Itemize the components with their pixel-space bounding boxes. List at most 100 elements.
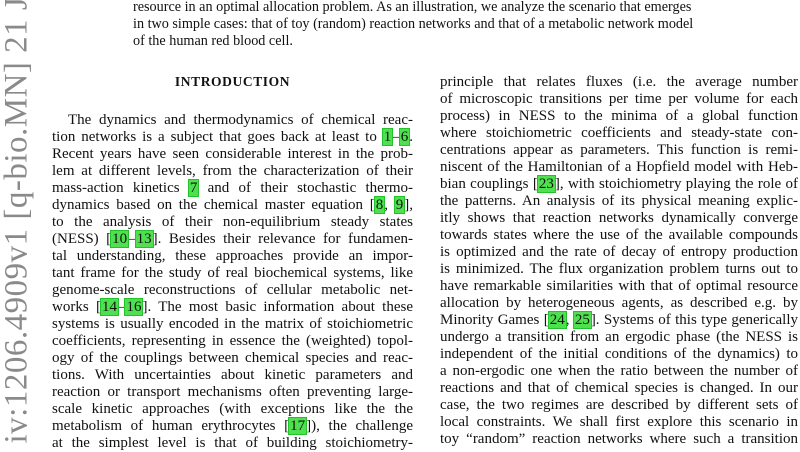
text-line: scale kinetic approaches (with exception… xyxy=(52,401,413,418)
citation-link[interactable]: 9 xyxy=(393,196,406,214)
citation-link[interactable]: 25 xyxy=(572,311,592,329)
text-segment: independent of the initial conditions of… xyxy=(440,346,798,362)
text-segment: scale kinetic approaches (with exception… xyxy=(52,401,413,417)
citation-link[interactable]: 14 xyxy=(99,298,119,316)
text-segment: , xyxy=(384,197,395,213)
text-segment: tant frame for the study of real biochem… xyxy=(52,265,413,281)
text-line: dynamics based on the chemical master eq… xyxy=(52,196,413,214)
text-line: coefficients, representing in essence th… xyxy=(52,333,413,350)
text-line: itly shows that reaction networks dynami… xyxy=(440,210,798,227)
text-line: Recent years have seen considerable inte… xyxy=(52,146,413,163)
text-segment: lem at different levels, from the charac… xyxy=(52,163,413,179)
text-segment: ogy of the couplings between chemical sp… xyxy=(52,350,413,366)
text-segment: toy “random” reaction networks where suc… xyxy=(440,431,798,447)
text-segment: and of their stochastic thermo- xyxy=(198,180,413,196)
citation-link[interactable]: 13 xyxy=(134,230,154,248)
text-segment: of microscopic transitions per time per … xyxy=(440,91,798,107)
abstract-line: of the human red blood cell. xyxy=(133,33,293,49)
text-line: genome-scale reconstructions of cellular… xyxy=(52,282,413,299)
text-segment: works [ xyxy=(52,299,101,315)
text-line: of microscopic transitions per time per … xyxy=(440,91,798,108)
text-line: tions. With uncertainties about kinetic … xyxy=(52,367,413,384)
text-line: independent of the initial conditions of… xyxy=(440,346,798,363)
text-line: niscent of the Hamiltonian of a Hopfield… xyxy=(440,159,798,176)
text-line: tant frame for the study of real biochem… xyxy=(52,265,413,282)
text-segment: where stoichiometric coefficients and st… xyxy=(440,125,798,141)
text-line: is minimized. The flux organization prob… xyxy=(440,261,798,278)
text-segment: tion networks is a subject that goes bac… xyxy=(52,129,383,145)
text-line: reaction or transport mechanisms often p… xyxy=(52,384,413,401)
text-segment: ], with stoichiometry playing the role o… xyxy=(554,176,798,192)
abstract-line: resource in an optimal allocation proble… xyxy=(133,0,692,15)
left-column: The dynamics and thermodynamics of chemi… xyxy=(52,112,413,452)
text-line: reactions and that of chemical species i… xyxy=(440,380,798,397)
text-line: process) in NESS to the minima of a glob… xyxy=(440,108,798,125)
text-line: where stoichiometric coefficients and st… xyxy=(440,125,798,142)
text-line: metabolism of human erythrocytes [17]), … xyxy=(52,417,413,435)
text-segment: undergo a transition from an ergodic pha… xyxy=(440,329,798,345)
text-line: tal understanding, these approaches prov… xyxy=(52,248,413,265)
text-segment: tal understanding, these approaches prov… xyxy=(52,248,413,264)
text-segment: systems is usually encoded in the matrix… xyxy=(52,316,413,332)
text-segment: bian couplings [ xyxy=(440,176,538,192)
citation-link[interactable]: 24 xyxy=(547,311,567,329)
text-segment: (NESS) [ xyxy=(52,231,112,247)
text-segment: centrations appear as parameters. This f… xyxy=(440,142,798,158)
text-segment: niscent of the Hamiltonian of a Hopfield… xyxy=(440,159,798,175)
text-segment: tions. With uncertainties about kinetic … xyxy=(52,367,413,383)
text-segment: – xyxy=(392,129,400,145)
citation-link[interactable]: 16 xyxy=(124,298,144,316)
citation-link[interactable]: 10 xyxy=(110,230,130,248)
text-segment: Recent years have seen considerable inte… xyxy=(52,146,413,162)
text-segment: is optimized and the rate of decay of en… xyxy=(440,244,798,260)
text-segment: dynamics based on the chemical master eq… xyxy=(52,197,375,213)
citation-link[interactable]: 23 xyxy=(536,175,556,193)
text-segment: have remarkable similarities with that o… xyxy=(440,278,798,294)
text-line: towards states where the use of the avai… xyxy=(440,227,798,244)
citation-link[interactable]: 8 xyxy=(373,196,386,214)
text-segment: genome-scale reconstructions of cellular… xyxy=(52,282,413,298)
text-line: lem at different levels, from the charac… xyxy=(52,163,413,180)
text-segment: – xyxy=(128,231,136,247)
text-line: bian couplings [23], with stoichiometry … xyxy=(440,175,798,193)
text-segment: at the simplest level is that of buildin… xyxy=(52,435,413,451)
text-line: local constraints. We shall first explor… xyxy=(440,414,798,431)
text-line: to the analysis of their non-equilibrium… xyxy=(52,214,413,231)
text-segment: metabolism of human erythrocytes [ xyxy=(52,418,290,434)
text-segment: – xyxy=(117,299,126,315)
text-line: the patterns. An analysis of its physica… xyxy=(440,193,798,210)
text-segment: ]. Besides their relevance for fundamen- xyxy=(152,231,413,247)
arxiv-watermark: iv:1206.4909v1 [q-bio.MN] 21 Jun 2 xyxy=(0,0,35,444)
text-segment: ]. Systems of this type generically xyxy=(590,312,798,328)
text-segment: itly shows that reaction networks dynami… xyxy=(440,210,798,226)
text-line: have remarkable similarities with that o… xyxy=(440,278,798,295)
citation-link[interactable]: 6 xyxy=(398,128,411,146)
text-segment: to the analysis of their non-equilibrium… xyxy=(52,214,413,230)
text-line: mass-action kinetics 7 and of their stoc… xyxy=(52,179,413,197)
text-segment: allocation by heterogeneous agents, as d… xyxy=(440,295,798,311)
text-segment: Minority Games [ xyxy=(440,312,549,328)
text-segment: towards states where the use of the avai… xyxy=(440,227,798,243)
text-segment: . xyxy=(409,129,413,145)
text-segment: ]), the challenge xyxy=(306,418,413,434)
text-line: principle that relates fluxes (i.e. the … xyxy=(440,74,798,91)
right-column: principle that relates fluxes (i.e. the … xyxy=(440,74,798,448)
text-segment: is minimized. The flux organization prob… xyxy=(440,261,798,277)
citation-link[interactable]: 1 xyxy=(381,128,394,146)
text-segment: case, the two regimes are described by d… xyxy=(440,397,798,413)
text-line: ogy of the couplings between chemical sp… xyxy=(52,350,413,367)
section-heading: INTRODUCTION xyxy=(174,74,291,89)
text-line: (NESS) [10–13]. Besides their relevance … xyxy=(52,230,413,248)
text-segment: the patterns. An analysis of its physica… xyxy=(440,193,798,209)
text-line: case, the two regimes are described by d… xyxy=(440,397,798,414)
text-line: works [14–16]. The most basic informatio… xyxy=(52,298,413,316)
text-segment: process) in NESS to the minima of a glob… xyxy=(440,108,798,124)
citation-link[interactable]: 17 xyxy=(288,417,308,435)
text-line: systems is usually encoded in the matrix… xyxy=(52,316,413,333)
text-line: undergo a transition from an ergodic pha… xyxy=(440,329,798,346)
text-segment: reactions and that of chemical species i… xyxy=(440,380,798,396)
text-line: Minority Games [24, 25]. Systems of this… xyxy=(440,311,798,329)
text-line: is optimized and the rate of decay of en… xyxy=(440,244,798,261)
abstract-line: in two simple cases: that of toy (random… xyxy=(133,16,694,32)
citation-link[interactable]: 7 xyxy=(187,179,200,197)
